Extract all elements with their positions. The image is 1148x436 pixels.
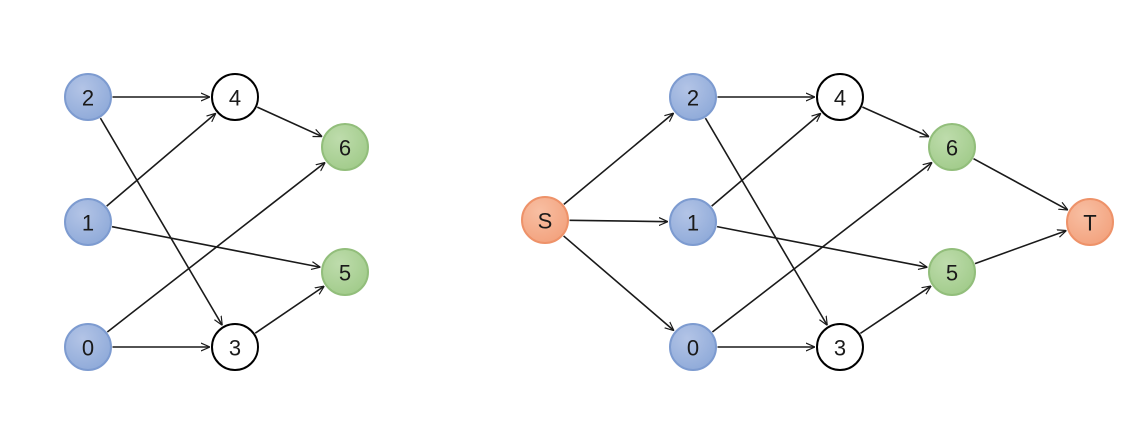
- node-0[interactable]: 0: [669, 323, 717, 371]
- node-label-1: 1: [687, 211, 699, 236]
- node-circle-5[interactable]: [928, 248, 976, 296]
- edge-3-to-5: [859, 286, 930, 335]
- edge-5-to-T: [974, 231, 1066, 265]
- edge-S-to-1: [569, 220, 668, 221]
- node-circle-4[interactable]: [211, 73, 259, 121]
- node-circle-1[interactable]: [64, 198, 112, 246]
- edge-0-to-6: [711, 163, 931, 333]
- node-label-3: 3: [229, 336, 241, 361]
- node-label-4: 4: [229, 86, 241, 111]
- node-4[interactable]: 4: [211, 73, 259, 121]
- node-s[interactable]: S: [521, 196, 569, 244]
- node-1[interactable]: 1: [64, 198, 112, 246]
- node-circle-2[interactable]: [669, 73, 717, 121]
- node-label-0: 0: [687, 336, 699, 361]
- nodes-layer: 2 1 0 4 3 6 5 S 2 1 0 4 3 6 5 T: [64, 73, 1114, 371]
- node-label-5: 5: [946, 261, 958, 286]
- node-circle-4[interactable]: [816, 73, 864, 121]
- node-circle-2[interactable]: [64, 73, 112, 121]
- edge-2-to-3: [704, 117, 827, 325]
- node-label-2: 2: [687, 86, 699, 111]
- node-3[interactable]: 3: [211, 323, 259, 371]
- edges-layer: [99, 97, 1068, 347]
- node-0[interactable]: 0: [64, 323, 112, 371]
- edge-4-to-6: [862, 106, 928, 137]
- node-circle-5[interactable]: [321, 248, 369, 296]
- node-label-1: 1: [82, 211, 94, 236]
- node-5[interactable]: 5: [928, 248, 976, 296]
- node-5[interactable]: 5: [321, 248, 369, 296]
- node-2[interactable]: 2: [64, 73, 112, 121]
- node-label-s: S: [538, 209, 553, 234]
- node-label-3: 3: [834, 336, 846, 361]
- edge-1-to-4: [711, 114, 821, 207]
- node-6[interactable]: 6: [321, 123, 369, 171]
- node-circle-3[interactable]: [211, 323, 259, 371]
- node-circle-6[interactable]: [928, 123, 976, 171]
- node-circle-3[interactable]: [816, 323, 864, 371]
- node-t[interactable]: T: [1066, 198, 1114, 246]
- node-label-5: 5: [339, 261, 351, 286]
- node-circle-0[interactable]: [669, 323, 717, 371]
- edge-1-to-4: [106, 114, 216, 207]
- node-label-t: T: [1083, 211, 1096, 236]
- node-3[interactable]: 3: [816, 323, 864, 371]
- edge-2-to-3: [99, 117, 222, 325]
- node-circle-s[interactable]: [521, 196, 569, 244]
- node-circle-t[interactable]: [1066, 198, 1114, 246]
- node-label-6: 6: [946, 136, 958, 161]
- edge-3-to-5: [254, 286, 324, 334]
- node-1[interactable]: 1: [669, 198, 717, 246]
- node-circle-6[interactable]: [321, 123, 369, 171]
- edge-6-to-T: [973, 157, 1068, 210]
- node-label-2: 2: [82, 86, 94, 111]
- edge-4-to-6: [256, 106, 321, 136]
- node-circle-1[interactable]: [669, 198, 717, 246]
- node-label-6: 6: [339, 136, 351, 161]
- node-4[interactable]: 4: [816, 73, 864, 121]
- edge-S-to-2: [563, 113, 674, 205]
- node-circle-0[interactable]: [64, 323, 112, 371]
- edge-0-to-6: [106, 163, 325, 333]
- node-label-4: 4: [834, 86, 846, 111]
- edge-S-to-0: [563, 235, 674, 330]
- node-label-0: 0: [82, 336, 94, 361]
- node-6[interactable]: 6: [928, 123, 976, 171]
- node-2[interactable]: 2: [669, 73, 717, 121]
